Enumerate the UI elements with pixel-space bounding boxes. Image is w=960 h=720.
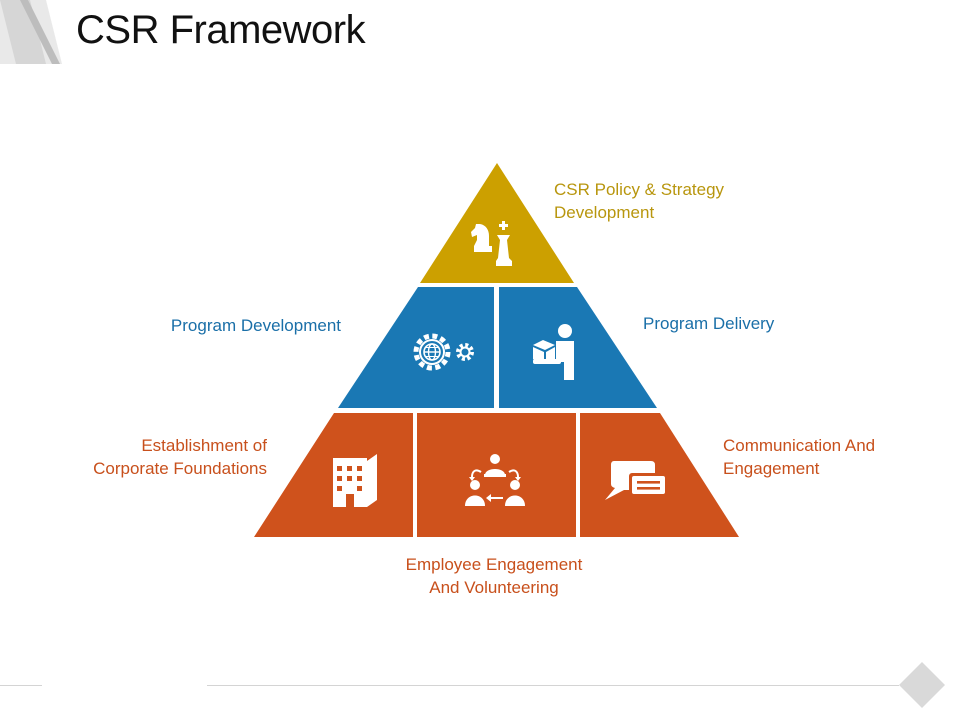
label-employee-engagement: Employee Engagement And Volunteering xyxy=(405,555,583,597)
footer-divider-right xyxy=(207,685,899,686)
corner-decoration xyxy=(0,0,62,64)
tier-middle-right xyxy=(499,287,657,408)
page-title: CSR Framework xyxy=(76,8,366,52)
label-program-delivery: Program Delivery xyxy=(643,314,775,333)
person-delivering-box-icon xyxy=(533,324,574,380)
label-csr-policy-strategy: CSR Policy & Strategy Development xyxy=(554,180,725,222)
team-meeting-icon xyxy=(465,454,525,506)
building-icon xyxy=(333,454,377,507)
footer-diamond-decoration xyxy=(899,662,945,708)
gears-globe-icon xyxy=(413,333,474,371)
chat-bubbles-icon xyxy=(605,461,668,500)
label-program-development: Program Development xyxy=(170,316,341,335)
tier-top xyxy=(420,163,574,283)
label-communication-engagement: Communication And Engagement xyxy=(723,436,876,478)
label-corporate-foundations: Establishment of Corporate Foundations xyxy=(93,436,267,478)
footer-divider-left xyxy=(0,685,42,686)
chess-pieces-icon xyxy=(471,221,512,266)
